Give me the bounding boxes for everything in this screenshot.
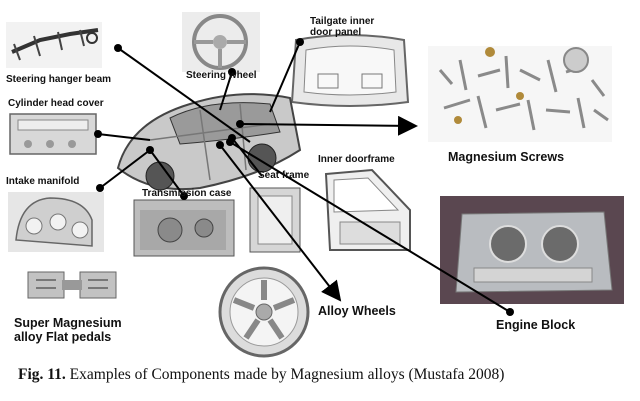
caption-text: Examples of Components made by Magnesium…: [65, 366, 505, 383]
pointer-transmission-case: [149, 149, 185, 197]
label-alloy-wheels: Alloy Wheels: [318, 304, 396, 318]
inner-doorframe-image: [324, 168, 411, 251]
pointer-steering-hanger-beam: [117, 47, 251, 143]
figure-caption: Fig. 11. Examples of Components made by …: [18, 366, 628, 384]
intake-manifold-image: [8, 192, 104, 252]
caption-fig-number: Fig. 11.: [18, 366, 66, 383]
label-inner-doorframe: Inner doorframe: [318, 154, 395, 165]
magnesium-screws-image: [428, 46, 612, 142]
label-engine-block: Engine Block: [496, 318, 576, 332]
cylinder-head-cover-image: [9, 113, 97, 155]
steering-hanger-beam-image: [6, 22, 102, 68]
label-tailgate: Tailgate inner door panel: [310, 16, 375, 38]
pointer-intake-manifold: [99, 149, 151, 189]
label-steering-hanger-beam: Steering hanger beam: [6, 74, 112, 85]
pointer-steering-wheel: [219, 71, 233, 111]
tailgate-panel-image: [290, 34, 410, 107]
label-seat-frame: Seat frame: [258, 170, 310, 181]
steering-wheel-image: [182, 12, 260, 72]
label-flat-pedals: Super Magnesium alloy Flat pedals: [14, 316, 122, 344]
pointer-magnesium-screws: [239, 115, 418, 136]
pointer-engine-block: [229, 141, 511, 313]
label-steering-wheel: Steering wheel: [186, 70, 257, 81]
seat-frame-image: [249, 187, 301, 253]
pointer-seat-frame: [231, 137, 263, 177]
label-cylinder-head-cover: Cylinder head cover: [8, 98, 104, 109]
pointer-cylinder-head-cover: [97, 133, 151, 141]
label-transmission-case: Transmission case: [142, 188, 232, 199]
alloy-wheel-image: [218, 266, 310, 358]
pointer-alloy-wheels: [219, 144, 342, 302]
label-intake-manifold: Intake manifold: [6, 176, 80, 187]
label-magnesium-screws: Magnesium Screws: [448, 150, 565, 164]
engine-block-image: [440, 196, 624, 304]
flat-pedals-image: [27, 271, 117, 299]
pointer-tailgate: [269, 41, 301, 113]
